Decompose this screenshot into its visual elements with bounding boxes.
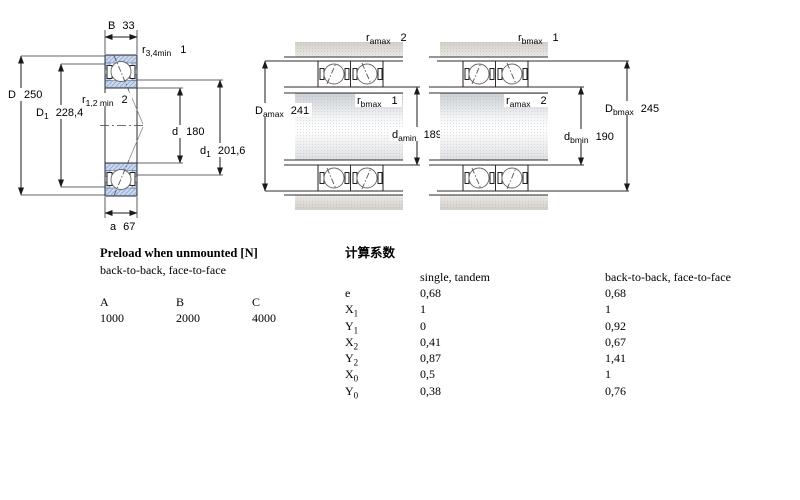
bearing-cross-section [100,54,146,197]
factors-title: 计算系数 [345,246,396,260]
factor-row-y1: Y1 0 0,92 [345,319,785,335]
preload-col-a: A [100,295,109,309]
factor-row-y0: Y0 0,38 0,76 [345,384,785,400]
factor-value-single: 1 [420,302,426,317]
factors-col2-header: back-to-back, face-to-face [605,270,731,284]
preload-col-c: C [252,295,261,309]
bottom-row-rings [105,159,137,196]
factor-value-single: 0,38 [420,383,441,398]
preload-col-b: B [176,295,185,309]
preload-title: Preload when unmounted [N] [100,246,258,260]
bearing-pair-bottom-a [317,164,384,192]
factor-row-x0: X0 0,5 1 [345,367,785,383]
preload-val-a: 1000 [100,311,124,325]
factor-value-paired: 0,76 [605,383,626,398]
bearing-pair-top-b [462,60,529,88]
factor-value-single: 0,68 [420,286,441,300]
preload-value-row: 1000 2000 4000 [100,311,328,325]
factor-label: X0 [345,367,359,384]
factor-row-e: e 0,68 0,68 [345,286,785,302]
factor-value-single: 0,41 [420,334,441,349]
factor-value-single: 0,5 [420,367,435,382]
factor-label: X1 [345,302,359,319]
factor-label: Y0 [345,383,359,401]
factor-value-paired: 1 [605,302,611,317]
factor-value-single: 0,87 [420,351,441,366]
factor-label: X2 [345,334,359,352]
factor-value-paired: 0,67 [605,334,626,349]
bearing-pair-bottom-b [462,164,529,192]
factor-label: Y1 [345,318,359,335]
factor-label: Y2 [345,351,359,368]
factor-value-paired: 1 [605,367,611,382]
preload-subtitle: back-to-back, face-to-face [100,263,226,277]
factors-table: e 0,68 0,68 X1 1 1 Y1 0 0,92 X2 0,41 0,6… [345,286,785,400]
bearing-pair-top-a [317,60,384,88]
top-row-rings [105,55,137,92]
factor-value-paired: 1,41 [605,351,626,366]
factors-col1-header: single, tandem [420,270,490,284]
factor-value-single: 0 [420,318,426,333]
factor-value-paired: 0,68 [605,286,626,300]
factor-label: e [345,286,351,300]
factor-row-x1: X1 1 1 [345,302,785,318]
factor-row-x2: X2 0,41 0,67 [345,335,785,351]
preload-header-row: A B C [100,295,328,309]
factor-row-y2: Y2 0,87 1,41 [345,351,785,367]
factor-value-paired: 0,92 [605,318,626,333]
preload-val-c: 4000 [252,311,276,325]
preload-val-b: 2000 [176,311,200,325]
